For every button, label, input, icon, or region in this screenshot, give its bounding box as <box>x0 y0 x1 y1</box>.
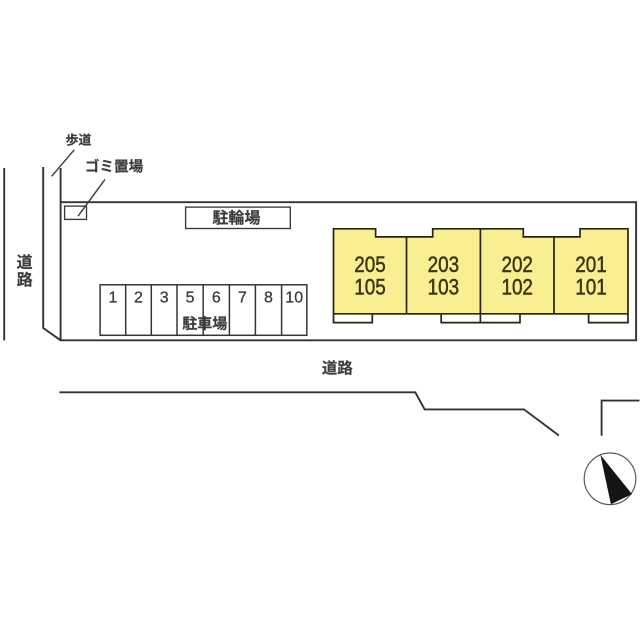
svg-text:205: 205 <box>354 252 386 277</box>
svg-text:5: 5 <box>186 290 195 307</box>
svg-text:103: 103 <box>428 275 460 300</box>
svg-text:7: 7 <box>238 290 247 307</box>
svg-text:6: 6 <box>212 290 221 307</box>
svg-text:1: 1 <box>108 290 117 307</box>
svg-text:10: 10 <box>285 290 303 307</box>
svg-text:102: 102 <box>501 275 533 300</box>
svg-text:202: 202 <box>501 252 533 277</box>
svg-text:3: 3 <box>160 290 169 307</box>
svg-text:105: 105 <box>354 275 386 300</box>
svg-text:203: 203 <box>428 252 460 277</box>
svg-text:101: 101 <box>575 275 607 300</box>
svg-text:2: 2 <box>134 290 143 307</box>
svg-text:8: 8 <box>264 290 273 307</box>
svg-text:201: 201 <box>575 252 607 277</box>
